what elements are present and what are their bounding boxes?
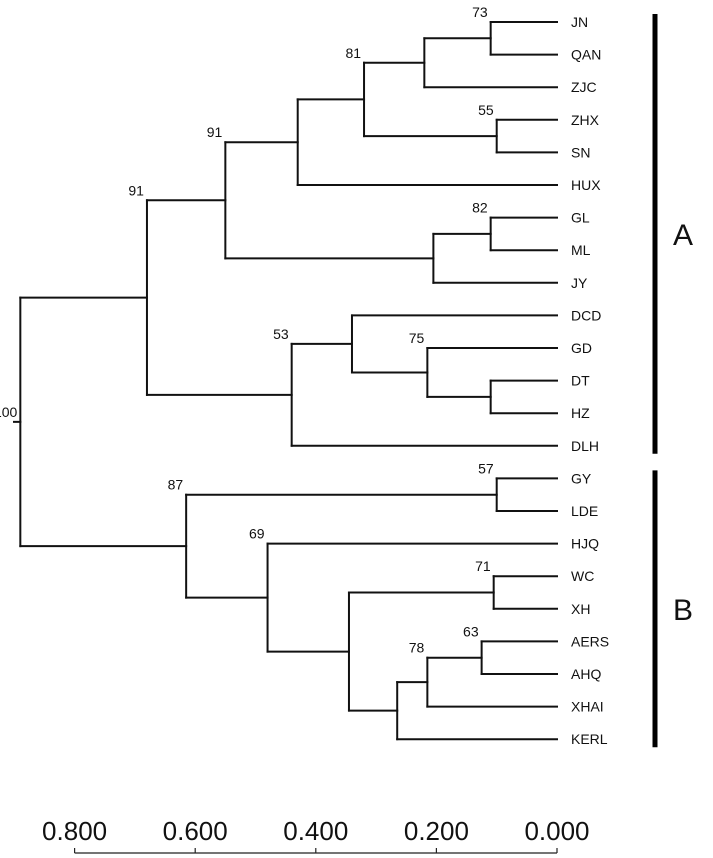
leaf-label-hz: HZ [571,405,590,421]
leaf-label-aers: AERS [571,633,609,649]
leaf-label-zjc: ZJC [571,79,597,95]
leaf-label-xhai: XHAI [571,699,604,715]
bootstrap-value: 53 [273,326,289,342]
leaf-label-kerl: KERL [571,731,608,747]
leaf-label-qan: QAN [571,47,601,63]
clade-bars: AB [652,14,693,748]
bootstrap-value: 78 [409,640,425,656]
leaf-label-hjq: HJQ [571,536,599,552]
bootstrap-value: 75 [409,330,425,346]
leaf-label-gy: GY [571,470,592,486]
bootstrap-value: 63 [463,623,479,639]
bootstrap-value: 91 [128,182,144,198]
distance-scale-axis: 0.800 0.600 0.400 0.200 0.000 [42,816,590,854]
scale-tick-label: 0.800 [42,816,107,846]
clade-label-b: B [673,594,693,627]
bootstrap-value: 81 [345,45,361,61]
scale-tick-label: 0.200 [404,816,469,846]
bootstrap-value: 69 [249,526,265,542]
scale-tick-label: 0.400 [283,816,348,846]
leaf-label-zhx: ZHX [571,112,600,128]
leaf-labels: JN QAN ZJC ZHX SN HUX GL ML JY DCD GD DT HZ DLH GY LDE H… [571,14,609,747]
clade-label-a: A [673,219,693,252]
leaf-label-gl: GL [571,210,590,226]
bootstrap-value: 73 [472,4,488,20]
bootstrap-value: 82 [472,200,488,216]
bootstrap-value: 87 [168,477,184,493]
leaf-label-dt: DT [571,373,590,389]
leaf-label-jn: JN [571,14,588,30]
leaf-label-jy: JY [571,275,588,291]
bootstrap-value: 55 [478,102,494,118]
leaf-label-lde: LDE [571,503,598,519]
leaf-label-xh: XH [571,601,590,617]
bootstrap-value: 71 [475,558,491,574]
leaf-label-sn: SN [571,144,590,160]
leaf-label-ahq: AHQ [571,666,601,682]
bootstrap-value: 91 [207,124,223,140]
leaf-label-dlh: DLH [571,438,599,454]
root-bootstrap-value: 100 [0,404,18,420]
scale-tick-label: 0.600 [163,816,228,846]
leaf-label-dcd: DCD [571,307,601,323]
bootstrap-labels: 73 55 81 82 91 75 53 91 57 71 63 78 69 87 100 [0,4,494,656]
tree-branches [13,21,558,741]
scale-tick-label: 0.000 [524,816,589,846]
leaf-label-ml: ML [571,242,591,258]
leaf-label-wc: WC [571,568,594,584]
bootstrap-value: 57 [478,460,494,476]
leaf-label-hux: HUX [571,177,601,193]
leaf-label-gd: GD [571,340,592,356]
